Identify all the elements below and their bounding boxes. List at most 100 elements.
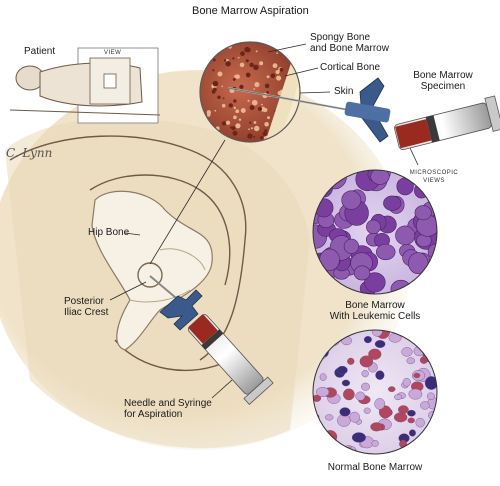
bone-speckle — [218, 46, 221, 49]
bone-speckle — [237, 56, 240, 59]
leukemic-cell — [395, 225, 416, 246]
normal-cell — [359, 355, 374, 368]
bone-speckle — [264, 121, 269, 127]
bone-speckle — [211, 90, 216, 94]
bone-speckle — [223, 59, 227, 62]
top-label-leaders — [267, 43, 419, 166]
artist-signature: C. Lynn — [6, 146, 53, 160]
bone-speckle — [224, 42, 229, 47]
patient-inset — [9, 47, 161, 124]
normal-cell — [361, 370, 369, 378]
label-cortical-bone: Cortical Bone — [320, 62, 381, 73]
normal-cell — [374, 340, 386, 348]
bone-speckle — [214, 109, 217, 112]
label-spongy-bone-2: and Bone Marrow — [310, 43, 389, 54]
normal-cell — [425, 429, 437, 442]
normal-cell — [336, 365, 348, 375]
bone-speckle — [263, 108, 268, 113]
normal-cell — [407, 417, 415, 424]
leukemic-cell — [370, 170, 390, 185]
label-marrow-specimen-2: Specimen — [420, 81, 466, 92]
normal-cell — [368, 348, 382, 360]
bone-speckle — [276, 52, 279, 55]
bone-speckle — [251, 99, 258, 106]
lower-label-leaders — [109, 232, 233, 399]
bone-speckle — [217, 95, 221, 100]
bone-speckle — [229, 126, 232, 129]
label-normal-marrow: Normal Bone Marrow — [327, 462, 423, 473]
bone-speckle — [239, 62, 245, 68]
normal-cell — [388, 386, 396, 393]
bone-speckle — [232, 57, 235, 60]
normal-cell — [393, 412, 408, 423]
bone-speckle — [274, 42, 280, 46]
leukemic-cell — [421, 273, 437, 294]
normal-cell — [394, 394, 402, 401]
normal-cell — [325, 414, 334, 421]
bone-speckle — [217, 71, 223, 77]
bone-speckle — [250, 127, 253, 130]
bone-speckle — [206, 113, 211, 117]
normal-cell — [374, 398, 386, 410]
bone-speckle — [254, 81, 260, 88]
normal-cell — [408, 388, 423, 400]
bone-speckle — [248, 128, 250, 131]
bone-speckle — [249, 62, 254, 68]
bone-speckle — [228, 103, 233, 108]
bone-speckle — [235, 123, 241, 129]
diagram-title: Bone Marrow Aspiration — [192, 5, 309, 17]
normal-cell — [361, 382, 370, 391]
label-skin: Skin — [334, 86, 354, 97]
bone-speckle — [255, 50, 258, 53]
leukemic-cell — [383, 195, 402, 211]
bone-speckle — [215, 81, 217, 84]
leukemic-cell — [353, 265, 371, 281]
bone-speckle — [222, 97, 225, 100]
bone-speckle — [212, 58, 216, 62]
bone-speckle — [232, 130, 238, 136]
bone-speckle — [200, 50, 202, 53]
label-hip-bone: Hip Bone — [88, 227, 130, 238]
normal-cell — [415, 417, 425, 428]
bone-speckle — [253, 64, 259, 71]
bone-speckle — [253, 135, 256, 138]
leukemic-cell — [343, 238, 360, 254]
bone-speckle — [231, 126, 236, 131]
bone-speckle — [264, 129, 268, 133]
bone-speckle — [272, 63, 278, 69]
label-microscopic-1: MICROSCOPIC — [409, 170, 459, 176]
normal-cell — [420, 401, 430, 410]
bone-speckle — [233, 115, 237, 120]
magnify-leader-line — [149, 139, 226, 265]
syringe-top — [394, 95, 500, 150]
leukemic-cell — [375, 243, 396, 261]
bone-speckle — [253, 88, 256, 90]
syringe-bottom — [149, 275, 274, 405]
normal-cell — [347, 357, 355, 365]
normal-cell — [313, 430, 322, 439]
normal-cell — [407, 409, 416, 417]
bone-speckle — [245, 47, 251, 53]
normal-cell — [413, 372, 421, 379]
bone-speckle — [205, 50, 209, 54]
bone-speckle — [247, 133, 253, 139]
normal-cell — [313, 394, 322, 402]
normal-cell — [418, 447, 429, 454]
aspiration-needle-top — [227, 77, 391, 143]
label-spongy-bone-1: Spongy Bone — [310, 32, 371, 43]
bone-speckle — [275, 69, 280, 75]
normal-cell — [401, 347, 413, 357]
label-leukemic-2: With Leukemic Cells — [329, 311, 421, 322]
label-posterior-iliac-2: Iliac Crest — [64, 307, 109, 318]
normal-cell — [363, 407, 371, 414]
normal-cell — [375, 370, 385, 380]
normal-cell — [426, 392, 435, 400]
leukemic-cell — [364, 272, 386, 293]
bone-speckle — [240, 108, 246, 113]
normal-cell — [424, 376, 437, 390]
bone-speckle — [238, 118, 242, 121]
normal-cell — [319, 373, 327, 381]
normal-cell — [399, 439, 407, 449]
bone-speckle — [226, 59, 229, 62]
